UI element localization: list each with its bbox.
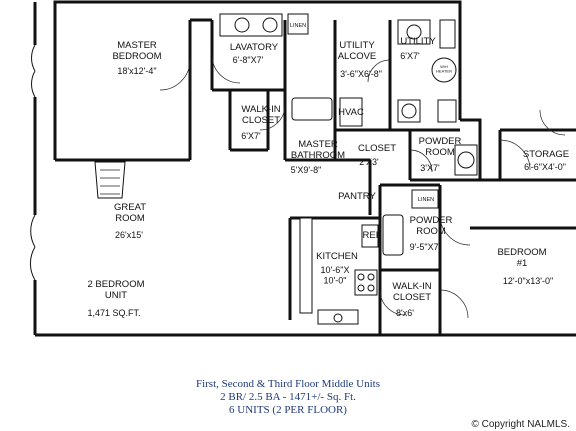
copyright-notice: © Copyright NALMLS. xyxy=(471,419,570,430)
lavatory-name: LAVATORY xyxy=(230,42,279,53)
utility-alcove-dim: 3'-6"X6'-8" xyxy=(340,69,382,79)
unit-sqft: 1,471 SQ.FT. xyxy=(87,308,140,318)
left-entry-doors xyxy=(28,44,42,281)
master-bathroom-dim: 5'X9'-8" xyxy=(291,165,322,175)
kitchen-name: KITCHEN xyxy=(316,251,358,262)
powder-room-2-dim: 9'-5"X7' xyxy=(410,242,441,252)
fixtures xyxy=(219,13,478,325)
walkin-closet-2-dim: 8'x6' xyxy=(396,308,414,318)
great-room-dim: 26'x15' xyxy=(115,230,143,240)
linen-2: LINEN xyxy=(418,197,434,203)
pantry-label: PANTRY xyxy=(338,191,376,202)
powder-room-1-dim: 3'X7' xyxy=(420,163,440,173)
fireplace xyxy=(94,161,126,199)
interior-walls xyxy=(53,18,576,335)
utility-dim: 6'X7' xyxy=(400,51,420,61)
master-bedroom-dim: 18'x12'-4" xyxy=(117,66,156,76)
caption-line-3: 6 UNITS (2 PER FLOOR) xyxy=(229,404,347,416)
linen-1: LINEN xyxy=(290,23,306,29)
caption-line-2: 2 BR/ 2.5 BA - 1471+/- Sq. Ft. xyxy=(220,391,356,403)
bedroom-1-name: BEDROOM#1 xyxy=(497,247,546,269)
bedroom-1-dim: 12'-0"x13'-0" xyxy=(503,276,553,286)
lavatory-dim: 6'-8"X7' xyxy=(233,55,264,65)
storage-dim: 6'-6"X4'-0" xyxy=(524,162,566,172)
closet-dim: 2'X3' xyxy=(359,157,379,167)
door-swings xyxy=(159,54,566,319)
closet-name: CLOSET xyxy=(358,143,396,154)
caption-line-1: First, Second & Third Floor Middle Units xyxy=(195,378,381,390)
storage-name: STORAGE xyxy=(523,149,569,160)
ref-label: REF xyxy=(363,230,382,241)
walkin-closet-1-dim: 6'X7' xyxy=(241,131,261,141)
utility-name: UTILITY xyxy=(400,36,436,47)
hvac-label: HVAC xyxy=(338,107,364,118)
